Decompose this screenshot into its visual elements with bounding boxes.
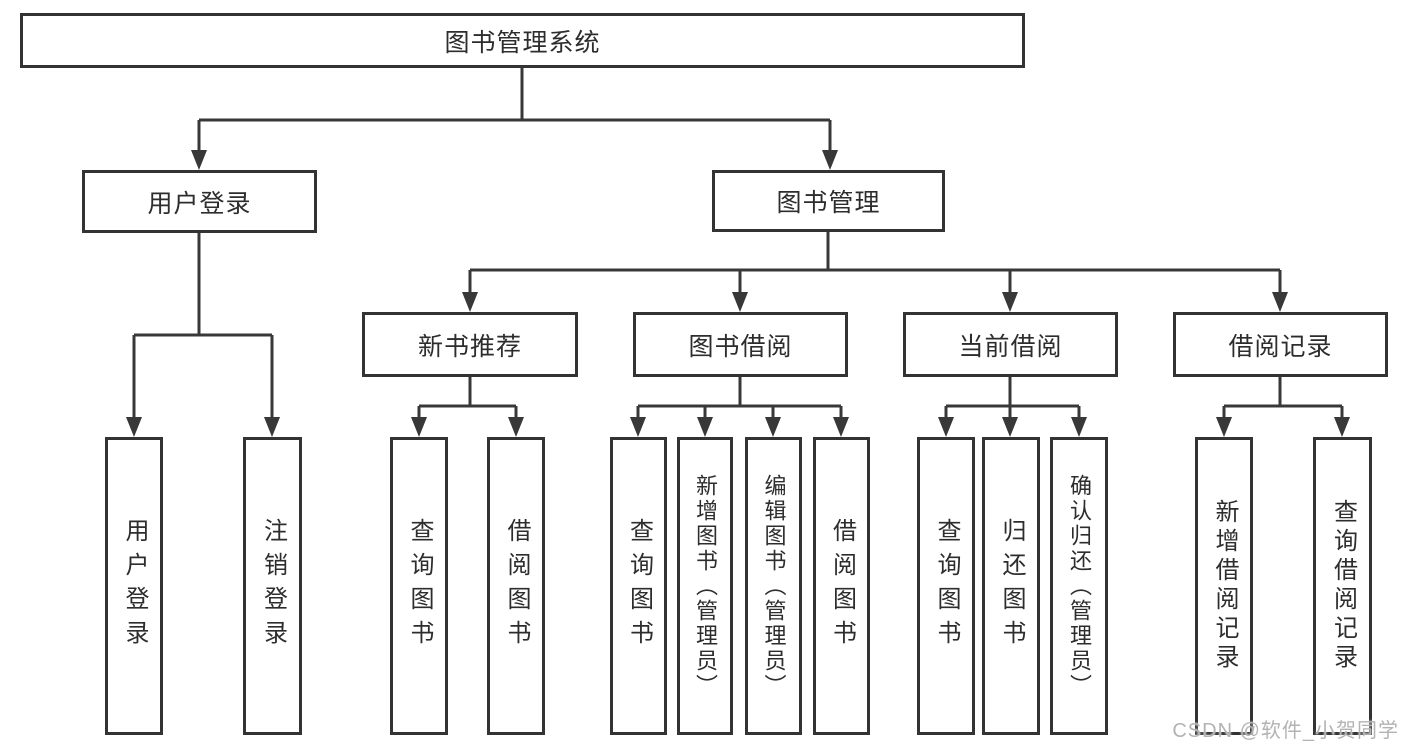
leaf-confirm-return-admin-label: 确认归还（管理员） [1067,473,1092,699]
node-root-label: 图书管理系统 [444,28,601,57]
node-book-management: 图书管理 [712,170,945,232]
leaf-user-login: 用户登录 [105,437,163,735]
node-new-book-recommendation-label: 新书推荐 [417,332,522,361]
node-book-borrowing-label: 图书借阅 [688,332,793,361]
leaf-edit-book-admin-label: 编辑图书（管理员） [761,473,787,699]
leaf-edit-book-admin: 编辑图书（管理员） [745,437,802,735]
leaf-borrow-book-1: 借阅图书 [487,437,545,735]
leaf-return-book-label: 归还图书 [998,518,1025,654]
node-current-borrowing: 当前借阅 [903,312,1118,377]
arrowheads [126,150,1350,437]
node-user-login-label: 用户登录 [147,189,252,218]
leaf-borrow-book-1-label: 借阅图书 [503,518,530,654]
node-book-borrowing: 图书借阅 [633,312,848,377]
leaf-return-book: 归还图书 [982,437,1040,735]
node-new-book-recommendation: 新书推荐 [362,312,578,377]
leaf-confirm-return-admin: 确认归还（管理员） [1050,437,1108,735]
leaf-query-borrow-record: 查询借阅记录 [1313,437,1372,735]
leaf-logout-label: 注销登录 [259,518,287,654]
node-borrowing-records-label: 借阅记录 [1228,332,1333,361]
leaf-add-borrow-record-label: 新增借阅记录 [1211,499,1238,673]
leaf-query-book-1: 查询图书 [390,437,448,735]
leaf-add-book-admin: 新增图书（管理员） [677,437,733,735]
leaf-query-book-1-label: 查询图书 [406,518,433,654]
node-user-login: 用户登录 [82,170,317,233]
leaf-query-book-2-label: 查询图书 [625,518,653,654]
leaf-query-book-3-label: 查询图书 [933,518,960,654]
leaf-query-book-2: 查询图书 [610,437,667,735]
leaf-add-borrow-record: 新增借阅记录 [1195,437,1253,735]
node-root: 图书管理系统 [20,13,1025,68]
leaf-borrow-book-2: 借阅图书 [813,437,870,735]
node-borrowing-records: 借阅记录 [1173,312,1388,377]
csdn-watermark: CSDN @软件_小贺同学 [1172,720,1399,742]
leaf-logout: 注销登录 [243,437,302,735]
node-book-management-label: 图书管理 [776,189,881,217]
leaf-query-borrow-record-label: 查询借阅记录 [1329,499,1357,673]
node-current-borrowing-label: 当前借阅 [958,332,1063,361]
leaf-query-book-3: 查询图书 [917,437,975,735]
leaf-borrow-book-2-label: 借阅图书 [828,518,856,654]
leaf-add-book-admin-label: 新增图书（管理员） [693,473,718,699]
leaf-user-login-label: 用户登录 [121,518,148,654]
